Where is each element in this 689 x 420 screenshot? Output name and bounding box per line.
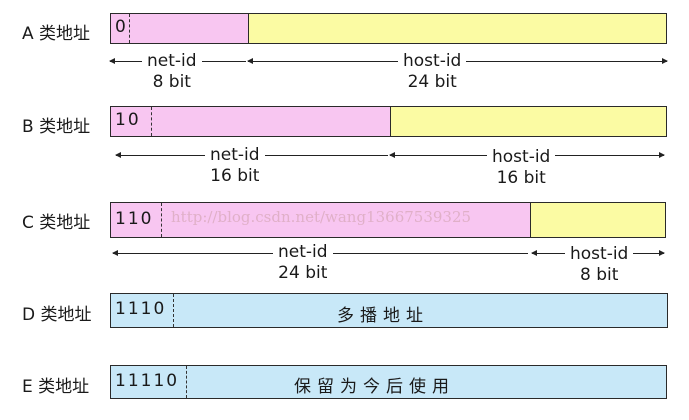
class-a-net-segment	[111, 14, 248, 43]
class-d-bar: 1110 多播地址	[110, 293, 668, 328]
class-e-label: E 类地址	[22, 377, 90, 397]
class-c-host-segment	[530, 203, 665, 237]
class-b-bits: 10	[115, 110, 141, 130]
class-e-description: 保留为今后使用	[294, 377, 455, 397]
class-d-description: 多播地址	[337, 306, 429, 326]
class-c-label: C 类地址	[22, 213, 91, 233]
class-c-bar: 110 http://blog.csdn.net/wang13667539325	[110, 202, 666, 238]
class-a-bits: 0	[115, 17, 128, 37]
class-b-label: B 类地址	[22, 117, 91, 137]
class-b-divider	[151, 107, 152, 136]
class-d-divider	[173, 294, 174, 327]
class-b-net-segment	[111, 107, 390, 136]
watermark-text: http://blog.csdn.net/wang13667539325	[171, 208, 472, 226]
class-a-divider	[129, 14, 130, 43]
class-a-host-segment	[248, 14, 666, 43]
class-a-label: A 类地址	[22, 24, 91, 44]
class-a-bar: 0	[110, 13, 667, 44]
class-c-bits: 110	[115, 209, 154, 229]
class-e-divider	[186, 366, 187, 398]
class-d-label: D 类地址	[22, 305, 92, 325]
class-c-net-segment	[111, 203, 530, 237]
class-e-bar: 11110 保留为今后使用	[110, 365, 667, 399]
class-c-divider	[161, 203, 162, 237]
class-d-bits: 1110	[115, 299, 167, 319]
class-b-host-segment	[390, 107, 666, 136]
class-e-bits: 11110	[115, 371, 180, 391]
class-b-bar: 10	[110, 106, 667, 137]
